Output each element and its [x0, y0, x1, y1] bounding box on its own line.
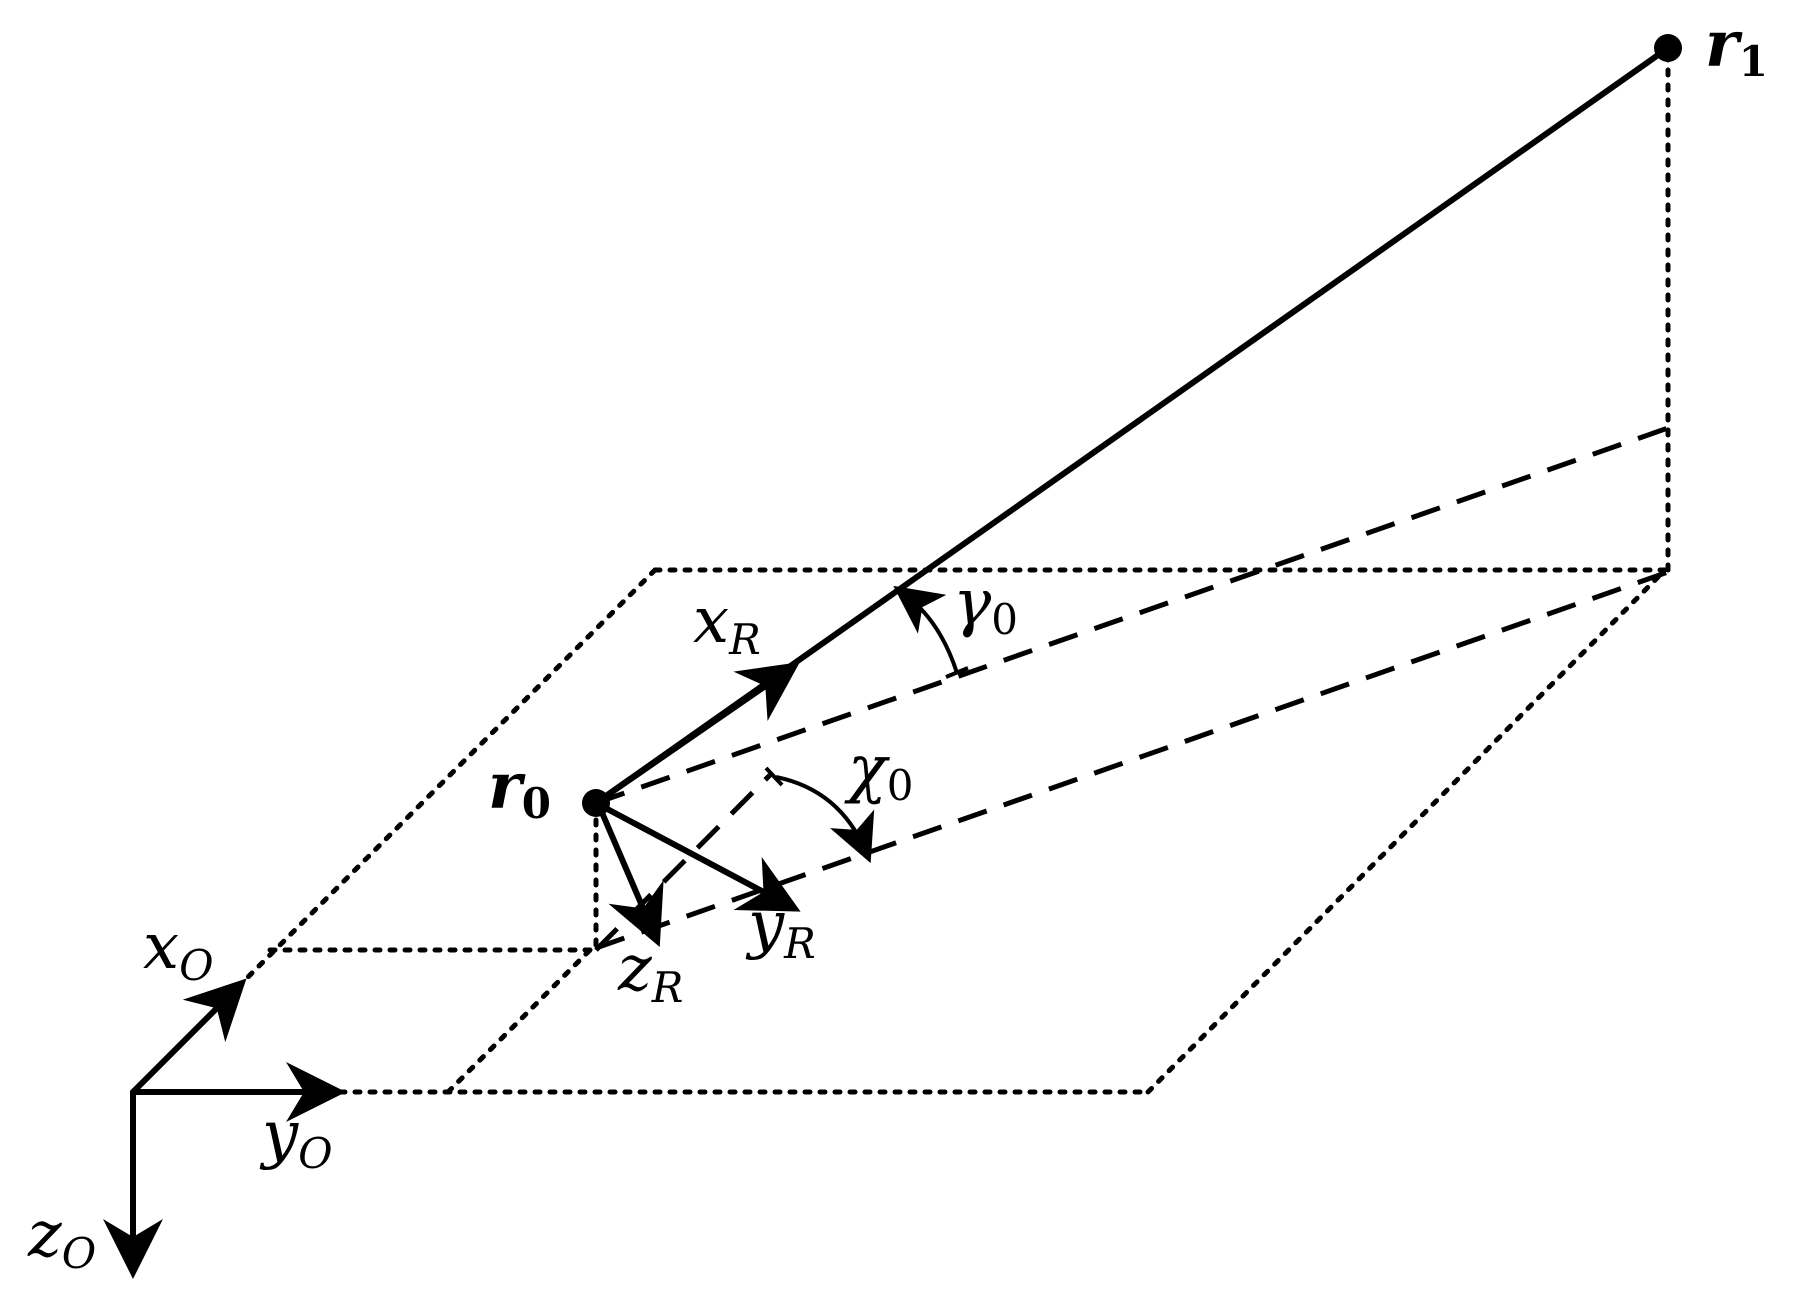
angle-arcs	[764, 585, 969, 864]
chi0-tick	[764, 766, 784, 787]
xO-axis-arrow	[130, 978, 247, 1095]
gamma0-tick	[945, 666, 969, 679]
label-yR: yR	[745, 888, 816, 968]
label-yO: yO	[259, 1098, 333, 1178]
plane-edge-right	[1145, 567, 1668, 1095]
label-xO: xO	[143, 910, 214, 990]
label-zR: zR	[617, 932, 683, 1012]
body-frame-axes	[593, 662, 801, 948]
label-chi0: χ0	[844, 732, 914, 810]
projection-lines	[594, 425, 1669, 952]
label-r0: r0	[488, 749, 551, 828]
point-r1	[1654, 34, 1682, 62]
origin-frame-axes	[103, 978, 346, 1279]
xR-axis-arrow	[593, 662, 800, 806]
chi0-arc	[775, 775, 875, 864]
label-gamma0: γ0	[953, 566, 1018, 644]
zR-axis-arrow	[597, 805, 664, 948]
plane-inner-diagonal	[445, 942, 598, 1095]
cross-link-line	[594, 773, 772, 952]
label-xR: xR	[693, 584, 761, 664]
label-r1: r1	[1705, 7, 1768, 86]
horizontal-plane	[237, 52, 1671, 1095]
gamma0-arc	[893, 585, 959, 674]
label-zO: zO	[27, 1198, 96, 1278]
plane-edge-left	[237, 567, 658, 988]
zR-tick	[627, 906, 651, 920]
yR-axis-arrow	[593, 800, 801, 912]
